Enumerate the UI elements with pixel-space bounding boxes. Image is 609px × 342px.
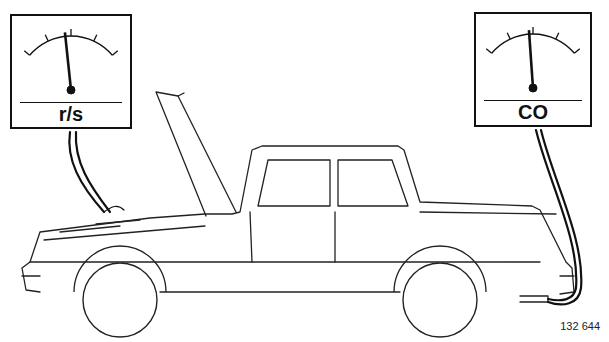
gauge-box: r/s xyxy=(10,14,132,129)
gauge-label: r/s xyxy=(20,102,122,127)
gauge-label: CO xyxy=(484,100,582,125)
gauge-dial xyxy=(476,14,590,100)
gauge-box: CO xyxy=(474,12,592,127)
gauge-dial xyxy=(12,16,130,102)
figure-number: 132 644 xyxy=(560,320,600,332)
